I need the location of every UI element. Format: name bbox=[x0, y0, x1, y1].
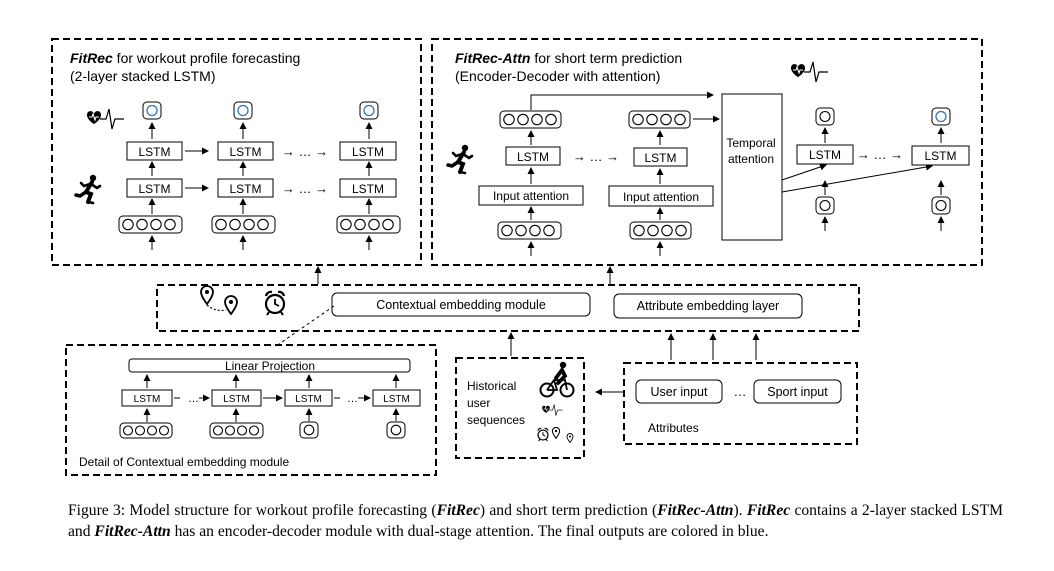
heart-rate-icon-attn bbox=[790, 61, 829, 83]
encoder-column-1: LSTM Input attention bbox=[478, 91, 714, 256]
map-pin-icon-2 bbox=[224, 295, 238, 315]
encoder-lstm-2 bbox=[633, 147, 688, 167]
svg-text:Contextual embedding module: Contextual embedding module bbox=[376, 298, 546, 312]
fitrec-subtitle: (2-layer stacked LSTM) bbox=[70, 68, 215, 84]
encoder-hidden-2 bbox=[628, 110, 691, 129]
svg-text:LSTM: LSTM bbox=[134, 394, 161, 405]
input-attention-1 bbox=[478, 185, 584, 206]
svg-text:Input attention: Input attention bbox=[493, 189, 569, 203]
svg-text:User input: User input bbox=[651, 385, 708, 399]
svg-text:LSTM: LSTM bbox=[352, 145, 384, 159]
encoder-hidden-1 bbox=[499, 110, 562, 129]
svg-text:Attribute embedding layer: Attribute embedding layer bbox=[637, 299, 779, 313]
heart-rate-icon bbox=[86, 108, 125, 130]
input-attention-2 bbox=[608, 185, 714, 207]
svg-text:Linear Projection: Linear Projection bbox=[225, 359, 315, 373]
fitrec-attn-subtitle: (Encoder-Decoder with attention) bbox=[455, 68, 660, 84]
svg-text:LSTM: LSTM bbox=[295, 394, 322, 405]
encoder-input-2 bbox=[629, 221, 692, 240]
fitrec-lstm-bottom-3 bbox=[339, 178, 397, 198]
attributes-label: Attributes bbox=[648, 421, 699, 435]
svg-text:…: … bbox=[347, 393, 358, 405]
map-pin-icon-small-2 bbox=[566, 433, 574, 443]
map-pin-icon-small-1 bbox=[551, 426, 561, 439]
detail-lstm-1 bbox=[121, 389, 173, 407]
decoder-column-1: LSTM bbox=[796, 107, 854, 231]
detail-input-1 bbox=[119, 422, 173, 439]
fitrec-attn-panel bbox=[431, 38, 983, 266]
fitrec-ellipsis-top: → … → bbox=[282, 144, 328, 159]
fitrec-column-1: LSTM LSTM bbox=[118, 101, 183, 250]
runner-icon-attn bbox=[446, 142, 474, 175]
historical-label-1: Historical bbox=[467, 379, 516, 393]
decoder-column-2: LSTM bbox=[911, 107, 970, 231]
svg-text:…: … bbox=[188, 393, 199, 405]
attributes-ellipsis: … bbox=[734, 384, 747, 399]
fitrec-lstm-top-3 bbox=[339, 141, 397, 161]
fitrec-lstm-top-1 bbox=[126, 141, 183, 161]
decoder-ellipsis: → … → bbox=[857, 147, 903, 162]
alarm-clock-icon bbox=[264, 290, 286, 317]
historical-label-3: sequences bbox=[467, 413, 525, 427]
temporal-attention-label-1: Temporal bbox=[726, 136, 775, 150]
temporal-attention-label-2: attention bbox=[728, 152, 774, 166]
fitrec-lstm-bottom-1 bbox=[126, 178, 183, 198]
detail-column-2: LSTM bbox=[209, 374, 264, 439]
svg-text:LSTM: LSTM bbox=[352, 182, 384, 196]
model-structure-diagram: FitRec for workout profile forecasting (… bbox=[51, 38, 983, 476]
svg-text:Sport input: Sport input bbox=[767, 385, 828, 399]
fitrec-title: FitRec for workout profile forecasting bbox=[70, 50, 300, 66]
map-pin-icon-1 bbox=[200, 285, 214, 305]
svg-text:LSTM: LSTM bbox=[138, 145, 170, 159]
historical-panel bbox=[455, 357, 585, 459]
svg-text:LSTM: LSTM bbox=[517, 150, 549, 164]
svg-text:LSTM: LSTM bbox=[383, 394, 410, 405]
detail-lstm-4 bbox=[372, 389, 421, 407]
historical-label-2: user bbox=[467, 396, 490, 410]
user-input-box bbox=[635, 379, 723, 404]
linear-projection bbox=[128, 358, 411, 373]
attributes-panel bbox=[623, 362, 858, 445]
runner-icon bbox=[74, 172, 102, 205]
svg-text:LSTM: LSTM bbox=[229, 182, 261, 196]
figure-caption: Figure 3: Model structure for workout pr… bbox=[68, 502, 1003, 540]
encoder-ellipsis: → … → bbox=[573, 149, 619, 164]
attribute-embedding-layer bbox=[613, 293, 803, 319]
svg-text:LSTM: LSTM bbox=[924, 149, 956, 163]
fitrec-attn-title: FitRec-Attn for short term prediction bbox=[455, 50, 682, 66]
detail-column-1: LSTM bbox=[119, 374, 173, 439]
detail-input-2 bbox=[209, 422, 264, 439]
svg-text:Input attention: Input attention bbox=[623, 190, 699, 204]
alarm-clock-icon-small bbox=[537, 427, 549, 442]
svg-text:LSTM: LSTM bbox=[644, 151, 676, 165]
decoder-lstm-2 bbox=[911, 145, 970, 166]
detail-lstm-2 bbox=[211, 389, 262, 407]
detail-caption: Detail of Contextual embedding module bbox=[79, 455, 289, 469]
svg-text:LSTM: LSTM bbox=[229, 145, 261, 159]
cyclist-icon bbox=[538, 359, 576, 399]
sport-input-box bbox=[753, 379, 842, 404]
svg-text:LSTM: LSTM bbox=[223, 394, 250, 405]
heart-rate-icon-small bbox=[541, 404, 563, 416]
contextual-embedding-module bbox=[331, 292, 591, 317]
temporal-attention-block bbox=[721, 93, 783, 241]
detail-column-4: LSTM bbox=[372, 374, 421, 439]
detail-panel bbox=[65, 344, 437, 476]
fitrec-column-2: LSTM LSTM bbox=[211, 101, 276, 250]
detail-connector bbox=[278, 305, 335, 345]
fitrec-ellipsis-bottom: → … → bbox=[282, 181, 328, 196]
fitrec-lstm-top-2 bbox=[217, 141, 274, 161]
fitrec-lstm-bottom-2 bbox=[217, 178, 274, 198]
encoder-column-2: LSTM Input attention bbox=[608, 110, 714, 256]
detail-lstm-3 bbox=[284, 389, 333, 407]
decoder-lstm-1 bbox=[796, 144, 854, 165]
fitrec-column-3: LSTM LSTM bbox=[336, 101, 401, 250]
svg-text:LSTM: LSTM bbox=[809, 148, 841, 162]
svg-text:LSTM: LSTM bbox=[138, 182, 170, 196]
encoder-lstm-1 bbox=[505, 146, 561, 166]
detail-column-3: LSTM bbox=[284, 374, 333, 439]
